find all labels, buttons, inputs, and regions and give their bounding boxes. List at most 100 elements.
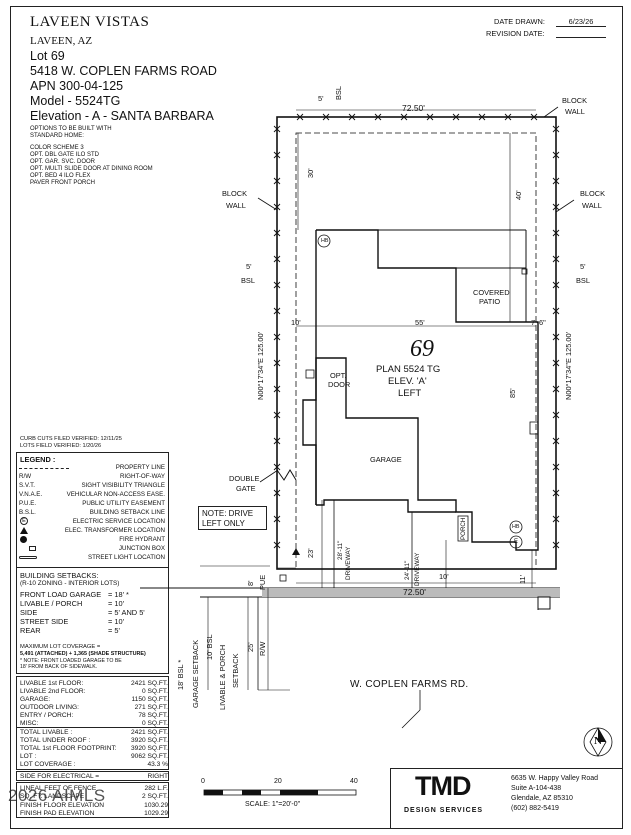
area-row: ENTRY / PORCH:78 SQ.FT. (20, 712, 168, 719)
block-wall-label: BLOCK (562, 96, 588, 105)
legend-row: S.V.T.SIGHT VISIBILITY TRIANGLE (19, 482, 165, 489)
dim-23: 23' (306, 548, 315, 558)
wall-x-mark (552, 151, 560, 159)
transformer-icon (20, 527, 28, 534)
wall-x-mark (552, 125, 560, 133)
dim-40: 40' (514, 190, 523, 200)
title-block: TMD DESIGN SERVICES 6635 W. Happy Valley… (390, 768, 623, 829)
setbacks-box: BUILDING SETBACKS: (R-10 ZONING - INTERI… (16, 568, 169, 674)
options-item: OPT. MULTI SLIDE DOOR AT DINING ROOM (30, 166, 153, 172)
areas-box: LIVABLE 1st FLOOR:2421 SQ.FT. LIVABLE 2n… (16, 676, 169, 728)
dim-10: 10' (291, 318, 301, 327)
wall-x-mark (296, 113, 304, 121)
wall-x-mark (552, 437, 560, 445)
total-row: LOT COVERAGE :43.3 % (20, 761, 168, 768)
hb-label: HB (512, 524, 520, 530)
wall-x-mark (273, 177, 281, 185)
wall-x-mark (552, 463, 560, 471)
plan-label: PLAN 5524 TG (376, 364, 441, 375)
revision-date-value (556, 29, 606, 38)
wall-x-mark (478, 113, 486, 121)
driveway-label: DRIVEWAY (345, 546, 352, 580)
wall-x-mark (552, 541, 560, 549)
options-item: OPT. GAR. SVC. DOOR (30, 159, 96, 165)
wall-x-mark (400, 113, 408, 121)
wall-x-mark (552, 515, 560, 523)
model: Model - 5524TG (30, 94, 121, 108)
wall-x-mark (322, 113, 330, 121)
city: LAVEEN, AZ (30, 35, 93, 47)
wall-x-mark (273, 151, 281, 159)
scale-seg (204, 790, 223, 795)
leader-line (259, 469, 279, 483)
legend-title: LEGEND : (20, 455, 56, 464)
junction-box-icon (29, 546, 36, 551)
north-label: N (594, 735, 602, 747)
hose-bib-icon (509, 520, 523, 534)
handing-label: LEFT (398, 388, 422, 399)
wall-x-mark (552, 359, 560, 367)
legend-row: PROPERTY LINE (17, 464, 167, 473)
junction-box-icon (521, 268, 528, 275)
left-bearing: N00°17'34"E 125.00' (256, 332, 265, 400)
scale-seg (242, 790, 261, 795)
area-row: OUTDOOR LIVING:271 SQ.FT. (20, 704, 168, 711)
fire-hydrant-icon (20, 536, 27, 543)
wall-x-mark (552, 411, 560, 419)
wall-x-mark (552, 385, 560, 393)
block-wall-label: WALL (582, 201, 602, 210)
livable-setback-label: SETBACK (231, 653, 240, 689)
totals-box: TOTAL LIVABLE :2421 SQ.FT. TOTAL UNDER R… (16, 728, 169, 770)
area-row: GARAGE:1150 SQ.FT. (20, 696, 168, 703)
lots-field-verified: LOTS FIELD VERIFIED: 1/20/26 (20, 443, 102, 449)
setback-row: LIVABLE / PORCH= 10' (20, 599, 125, 608)
block-wall-marks (273, 113, 560, 549)
porch-outline (457, 515, 469, 542)
curb-cuts-verified: CURB CUTS FILED VERIFIED: 12/11/25 (20, 436, 122, 442)
dim-8: 8' (246, 580, 255, 586)
rear-bsl-label: BSL (334, 86, 343, 100)
bottom-width-dim: 72.50' (403, 587, 426, 597)
left-bsl-dim: 5' (246, 262, 252, 271)
legend-row: E ELECTRIC SERVICE LOCATION (17, 517, 167, 527)
company-address: 6635 W. Happy Valley Road (511, 775, 599, 782)
block-wall-label: BLOCK (580, 189, 606, 198)
wall-x-mark (426, 113, 434, 121)
leader-line (257, 197, 278, 211)
livable-setback-label: LIVABLE & PORCH (218, 644, 227, 710)
garage-setback-label: GARAGE SETBACK (191, 639, 200, 708)
wall-x-mark (552, 489, 560, 497)
wall-x-mark (552, 333, 560, 341)
legend-row: V.N.A.E.VEHICULAR NON-ACCESS EASE. (19, 491, 165, 498)
electric-service-icon (509, 535, 523, 549)
right-bearing: N00°17'34"E 125.00' (564, 332, 573, 400)
north-arrow-icon (598, 728, 606, 742)
street-light-icon (19, 556, 37, 559)
date-drawn-value: 6/23/26 (556, 17, 606, 27)
driveway-label: DRIVEWAY (414, 552, 421, 586)
wall-x-mark (273, 541, 281, 549)
wall-x-mark (273, 489, 281, 497)
scale-tick: 0 (201, 778, 205, 785)
wall-x-mark (552, 281, 560, 289)
hose-bib-icon (317, 234, 331, 248)
drive-note-box: NOTE: DRIVE LEFT ONLY (198, 506, 267, 530)
area-row: LIVABLE 2nd FLOOR:0 SQ.FT. (20, 688, 168, 695)
setback-row: STREET SIDE= 10' (20, 617, 125, 626)
wall-x-mark (552, 255, 560, 263)
options-item: COLOR SCHEME 3 (30, 145, 84, 151)
options-item: OPT. BED 4 ILO FLEX (30, 173, 91, 179)
opt-door-label: DOOR (328, 380, 351, 389)
drive-note-line-2: LEFT ONLY (202, 519, 245, 528)
wall-x-mark (273, 203, 281, 211)
house-garage-front (316, 499, 456, 513)
options-title-1: OPTIONS TO BE BUILT WITH (30, 126, 112, 132)
company-address: Suite A-104-438 (511, 785, 562, 792)
right-bsl-label: BSL (576, 276, 590, 285)
wall-x-mark (273, 463, 281, 471)
